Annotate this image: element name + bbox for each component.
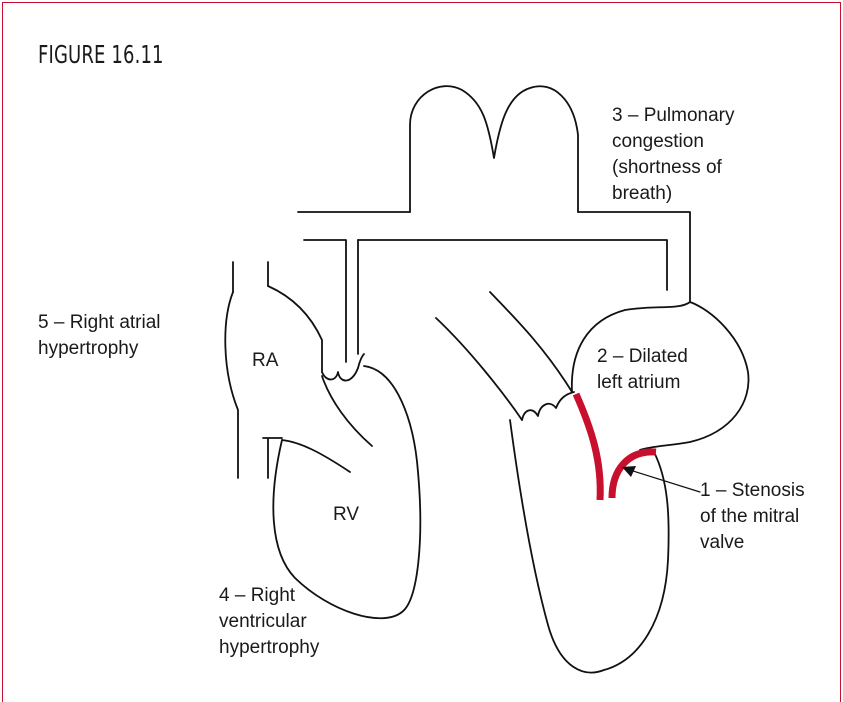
left-ventricle-outline (510, 420, 669, 673)
aortic-root (436, 318, 522, 420)
dilated-left-atrium-label: 2 – Dilated left atrium (597, 346, 693, 393)
pulmonary-vessel-inner (358, 240, 667, 290)
aortic-valve (522, 392, 574, 420)
pulmonary-vein-top (578, 212, 690, 302)
aorta-line (490, 292, 572, 392)
right-ventricular-hypertrophy-label: 4 – Right ventricular hypertrophy (219, 585, 320, 658)
mitral-valve-left-leaflet (576, 394, 600, 500)
interventricular-septum (322, 376, 372, 446)
mitral-stenosis-label: 1 – Stenosis of the mitral valve (700, 480, 810, 553)
ra-label: RA (252, 350, 279, 371)
pulmonary-congestion-label: 3 – Pulmonary congestion (shortness of b… (612, 105, 740, 204)
pulmonary-valve (322, 354, 364, 381)
rv-label: RV (333, 504, 359, 525)
lungs-outline (410, 86, 578, 212)
right-atrial-hypertrophy-label: 5 – Right atrial hypertrophy (38, 312, 166, 359)
inferior-vena-cava (263, 438, 282, 478)
pulmonary-artery-left (304, 240, 346, 362)
mitral-valve-right-leaflet (612, 452, 656, 498)
right-atrium-outline (225, 286, 322, 478)
right-ventricle-outline (273, 366, 420, 618)
tricuspid-line (282, 440, 350, 472)
